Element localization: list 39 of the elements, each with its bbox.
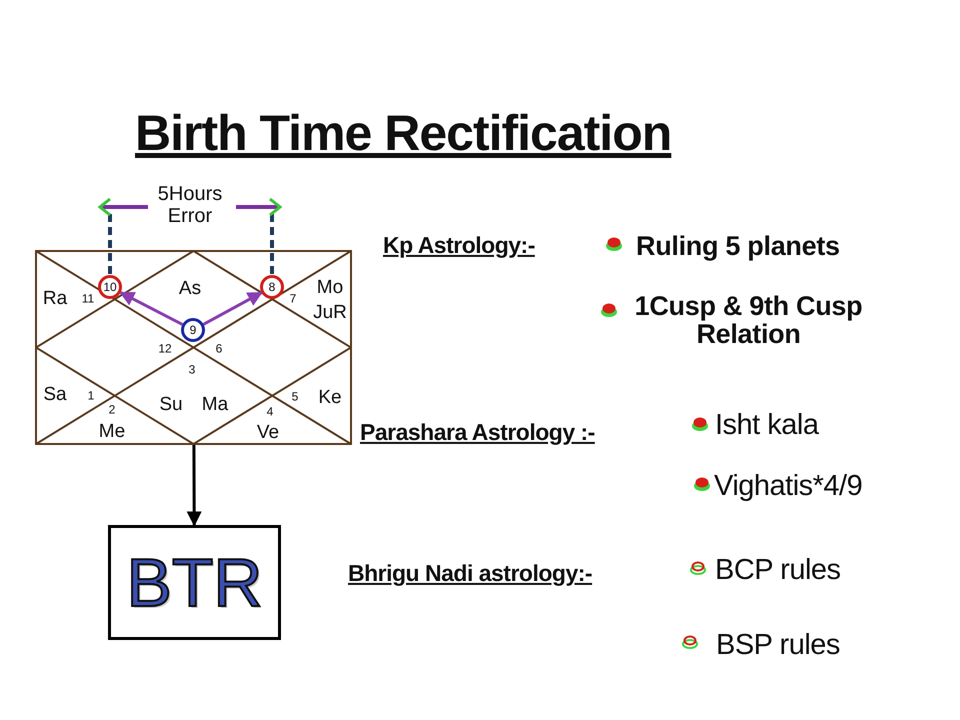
result-box [108,525,281,640]
arrow [186,445,202,526]
dimension-label: 5Hours Error [156,183,224,227]
title: Birth Time Rectification [135,104,672,162]
section-heading: Bhrigu Nadi astrology:- [348,560,592,586]
house-number: 4 [266,406,274,418]
list-item: Ruling 5 planets [636,232,840,260]
house-number: 11 [82,292,94,306]
planet-label: Sa [43,385,67,405]
house-circle: 9 [181,318,205,342]
planet-label: As [178,279,202,299]
list-item: Isht kala [715,410,818,440]
list-item: BCP rules [715,554,841,586]
house-number: 3 [188,364,196,376]
node-text: BTR [126,548,262,616]
planet-label: Mo [316,278,344,298]
list-item: Vighatis*4/9 [714,470,862,502]
section-heading: Kp Astrology:- [383,232,535,258]
house-number: 1 [88,390,94,402]
house-circle: 10 [98,275,122,299]
planet-label: Su [159,395,183,415]
house-number: 6 [216,342,222,356]
house-circle: 8 [260,275,284,299]
house-number: 5 [292,390,298,404]
arrow [202,291,263,326]
list-item: BSP rules [716,630,840,660]
horoscope-chart [35,250,352,445]
planet-label: Me [98,422,126,442]
planet-label: Ke [318,388,342,408]
planet-label: Ra [42,289,68,309]
planet-label: JuR [313,303,347,323]
planet-label: Ve [256,423,280,443]
section-heading: Parashara Astrology :- [360,420,595,444]
arrow [119,291,184,326]
house-number: 12 [158,342,172,356]
house-number: 7 [290,292,296,306]
list-item: 1Cusp & 9th Cusp Relation [634,292,864,349]
house-number: 2 [108,404,116,416]
planet-label: Ma [202,395,228,415]
